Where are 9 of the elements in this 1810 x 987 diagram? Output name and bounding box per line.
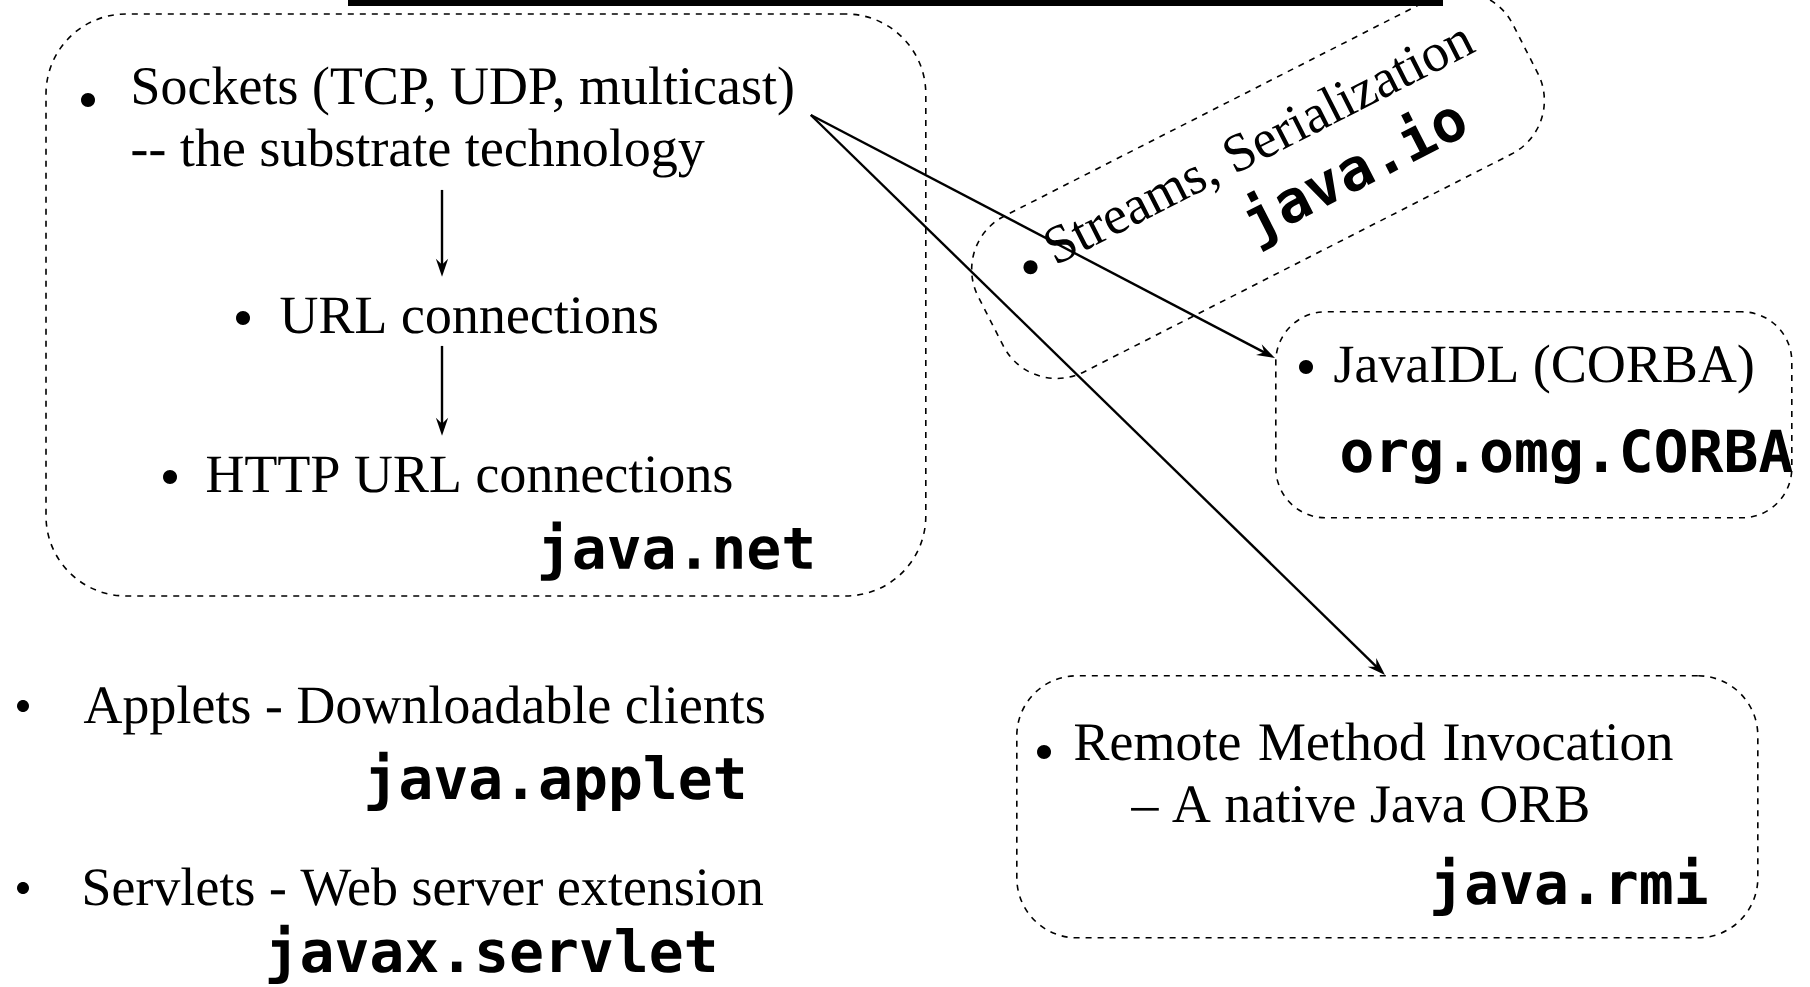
bullet-item: Servlets - Web server extension bbox=[17, 867, 764, 906]
bullet-item: Applets - Downloadable clients bbox=[17, 685, 764, 735]
package-name: java.applet bbox=[367, 751, 744, 812]
bullet-item: HTTP URL connections bbox=[163, 456, 732, 493]
bullet-item: URL connections bbox=[236, 297, 657, 334]
package-name: javax.servlet bbox=[268, 924, 715, 985]
package-box: Remote Method Invocation – A native Java ORB java.rmi bbox=[1016, 675, 1759, 939]
bullet-item: Sockets (TCP, UDP, multicast) -- the substrate technology bbox=[81, 66, 793, 178]
package-box: JavaIDL (CORBA) org.omg.CORBA bbox=[1275, 311, 1793, 519]
